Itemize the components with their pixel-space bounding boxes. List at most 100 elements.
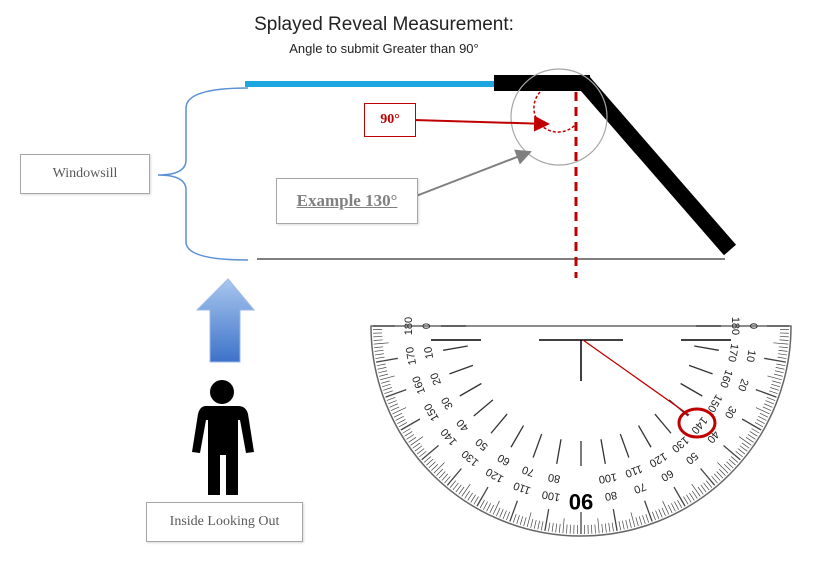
protractor-tick [509, 500, 518, 522]
protractor-tick [530, 519, 534, 528]
protractor-tick [697, 486, 704, 495]
protractor-tick [410, 436, 424, 446]
protractor-inner-tick [654, 413, 672, 434]
inside-looking-out-label: Inside Looking Out [146, 502, 303, 542]
protractor-tick [745, 436, 754, 443]
protractor-tick [711, 475, 718, 484]
protractor-tick [730, 456, 739, 463]
protractor-tick [483, 501, 488, 510]
protractor-tick [388, 400, 397, 405]
protractor-tick [767, 375, 783, 381]
protractor-tick [691, 483, 701, 497]
protractor-tick [674, 501, 679, 510]
ninety-arc [533, 91, 577, 133]
protractor-tick [691, 490, 698, 499]
protractor-tick [400, 418, 421, 431]
protractor-tick [386, 396, 396, 401]
protractor-tick [398, 422, 408, 428]
protractor-tick [489, 504, 495, 514]
protractor-inner-label: 10 [422, 346, 436, 360]
protractor-tick [436, 468, 444, 476]
protractor-tick [373, 339, 383, 341]
protractor-inner-tick [443, 345, 468, 351]
protractor-tick [383, 387, 392, 391]
protractor-tick [771, 383, 781, 388]
protractor-tick [414, 445, 423, 452]
protractor-inner-tick [600, 439, 606, 464]
protractor-inner-label: 30 [439, 395, 456, 412]
protractor-tick [512, 514, 517, 523]
protractor-tick [431, 463, 439, 471]
protractor-tick [479, 499, 485, 509]
protractor-inner-tick [473, 399, 494, 417]
protractor-inner-tick [490, 413, 508, 434]
protractor-inner-label: 60 [496, 451, 513, 468]
protractor-body [370, 325, 792, 537]
protractor-tick [548, 522, 551, 532]
protractor-tick [555, 523, 558, 533]
protractor-inner-tick [449, 364, 474, 375]
windowsill-brace [157, 87, 249, 261]
protractor-tick [770, 387, 779, 391]
protractor-center-label: 90 [569, 489, 593, 514]
protractor-outer-label: 100 [541, 488, 561, 503]
protractor-tick [464, 490, 471, 499]
protractor-tick [423, 456, 432, 463]
protractor-tick [419, 450, 427, 458]
protractor-tick [726, 461, 734, 469]
protractor-tick [776, 363, 786, 367]
protractor-outer-label: 160 [411, 374, 429, 395]
protractor-tick [416, 448, 425, 455]
protractor-tick [473, 496, 479, 505]
protractor-tick [716, 471, 724, 479]
protractor-tick [622, 520, 625, 530]
splay-line [575, 74, 737, 256]
protractor-tick [421, 445, 439, 461]
protractor-tick [537, 520, 540, 530]
protractor-tick [597, 518, 600, 534]
protractor-tick [412, 442, 421, 449]
protractor-tick [458, 486, 465, 495]
protractor-inner-tick [694, 345, 719, 351]
protractor-inner-label: 180 [729, 317, 741, 335]
protractor-tick [566, 524, 568, 534]
protractor-tick [492, 500, 500, 515]
protractor-tick [764, 403, 773, 408]
protractor-tick [385, 389, 407, 398]
protractor-tick [756, 419, 765, 424]
protractor-tick [667, 504, 673, 514]
protractor-tick [671, 503, 676, 512]
protractor-tick [755, 407, 770, 415]
protractor-tick [766, 396, 776, 401]
protractor-tick [751, 428, 760, 434]
angle-circle [510, 68, 608, 166]
protractor-inner-tick [510, 425, 525, 448]
protractor-outer-label: 20 [735, 377, 750, 393]
protractor-tick [655, 510, 660, 519]
protractor-tick [775, 367, 785, 370]
protractor-tick [754, 422, 764, 428]
protractor-tick [662, 500, 670, 515]
protractor-tick [774, 370, 784, 374]
protractor-tick [374, 346, 384, 349]
example-angle-label: Example 130° [276, 178, 418, 224]
protractor-inner-tick [680, 382, 703, 397]
up-arrow-icon [195, 278, 256, 363]
protractor-tick [426, 458, 434, 466]
protractor-tick [625, 519, 629, 529]
protractor-tick [728, 458, 736, 466]
protractor-tick [379, 373, 388, 377]
protractor-tick [777, 356, 787, 359]
protractor-icon: 0180101702016030150401405013060120701108… [370, 317, 792, 537]
protractor-tick [452, 482, 459, 491]
protractor-tick [379, 375, 395, 381]
protractor-tick [635, 517, 639, 527]
ninety-degree-label: 90° [364, 103, 416, 137]
protractor-tick [470, 494, 476, 503]
protractor-outer-label: 30 [722, 404, 739, 421]
protractor-inner-label: 110 [623, 462, 644, 479]
protractor-tick [377, 367, 387, 370]
protractor-tick [433, 462, 445, 474]
protractor-tick [374, 353, 384, 356]
